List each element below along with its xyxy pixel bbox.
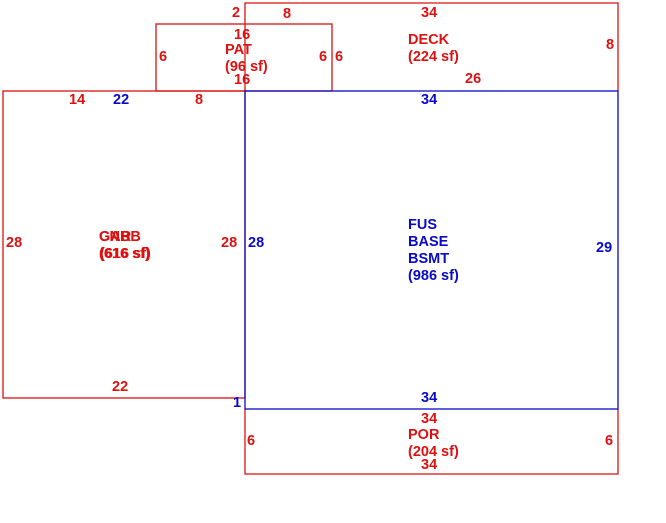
garage-code-label-b: CNBB [99,229,141,245]
dim-gar-left: 28 [6,235,22,251]
main-living-outline [244,90,619,410]
dim-gar-bottom: 22 [112,379,128,395]
dim-gar-top-a: 14 [69,92,85,108]
dim-deck-top-mid: 8 [283,6,291,22]
patio-area-label: (96 sf) [225,59,268,75]
dim-por-bottom: 34 [421,457,437,473]
dim-main-corner: 1 [233,395,241,411]
garage-code-label-a: GAR [99,229,132,245]
dim-deck-right: 8 [606,37,614,53]
porch-code-label: POR [408,427,440,443]
dim-por-right: 6 [605,433,613,449]
main-code2-label: BASE [408,234,449,250]
dim-main-top: 34 [421,92,437,108]
deck-area-label: (224 sf) [408,49,459,65]
patio-code-label: PAT [225,42,252,58]
deck-outline [244,2,619,91]
dim-deck-top-left: 2 [232,5,240,21]
dim-por-top: 34 [421,411,437,427]
dim-pat-right: 6 [319,49,327,65]
dim-por-left: 6 [247,433,255,449]
dim-gar-top-b: 22 [113,92,129,108]
dim-main-right: 29 [596,240,612,256]
dim-main-left: 28 [248,235,264,251]
garage-area-label-b: (616 sf) [100,246,151,262]
dim-gar-top-c: 8 [195,92,203,108]
dim-deck-left: 6 [335,49,343,65]
garage-area-label-a: (616 sf) [99,246,150,262]
dim-deck-bottom: 26 [465,71,481,87]
deck-code-label: DECK [408,32,450,48]
main-area-label: (986 sf) [408,268,459,284]
main-code1-label: FUS [408,217,437,233]
porch-outline [244,409,619,475]
dim-pat-bottom: 16 [234,72,250,88]
porch-area-label: (204 sf) [408,444,459,460]
dim-gar-right: 28 [221,235,237,251]
dim-pat-top: 16 [234,27,250,43]
dim-deck-top: 34 [421,5,437,21]
dim-pat-left: 6 [159,49,167,65]
dim-main-bottom: 34 [421,390,437,406]
main-code3-label: BSMT [408,251,449,267]
